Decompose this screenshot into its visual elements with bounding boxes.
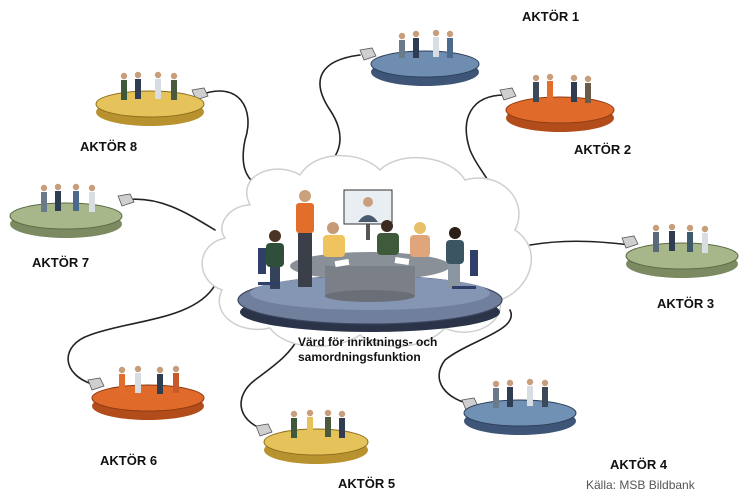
actor-8-label: AKTÖR 8 <box>80 139 137 154</box>
actor-3-platform <box>625 242 739 270</box>
actor-6-label: AKTÖR 6 <box>100 453 157 468</box>
actor-4-people <box>492 378 549 408</box>
actor-1-people <box>398 29 454 58</box>
participant <box>410 222 430 257</box>
actor-2-platform <box>505 96 615 124</box>
actor-6-people <box>118 365 180 394</box>
cable-actor-7 <box>124 198 216 231</box>
actor-7-platform <box>9 202 123 230</box>
central-hub: Värd för inriktnings- och samordningsfun… <box>201 154 533 364</box>
meeting-table-base-bottom <box>325 290 415 302</box>
actor-4-label: AKTÖR 4 <box>610 457 668 472</box>
actor-1-connector <box>359 47 377 61</box>
actor-3-people <box>652 223 709 253</box>
actor-2-connector <box>499 87 517 101</box>
cable-actor-5 <box>240 334 301 431</box>
participant <box>377 220 399 255</box>
actor-1: AKTÖR 1 <box>359 9 579 86</box>
cable-actor-4 <box>438 309 513 406</box>
actor-5-people <box>290 409 346 438</box>
actor-3: AKTÖR 3 <box>621 223 739 311</box>
video-screen-stand <box>366 224 370 240</box>
screen-person-body <box>358 215 378 222</box>
actor-1-label: AKTÖR 1 <box>522 9 579 24</box>
paper <box>334 258 350 268</box>
actor-3-connector <box>621 235 639 249</box>
actor-1-platform <box>370 50 480 78</box>
participant <box>266 230 284 289</box>
actor-5-label: AKTÖR 5 <box>338 476 395 491</box>
actor-6-connector <box>87 377 105 391</box>
actor-4: AKTÖR 4 <box>461 378 668 472</box>
cable-actor-8 <box>199 90 263 189</box>
actor-4-platform <box>463 399 577 427</box>
paper <box>394 257 410 265</box>
screen-person-head <box>363 197 373 207</box>
center-label-line2: samordningsfunktion <box>298 350 421 364</box>
actor-7-people <box>40 183 96 212</box>
actor-7: AKTÖR 7 <box>9 183 135 270</box>
actor-8-platform <box>95 90 205 118</box>
actor-5: AKTÖR 5 <box>255 409 395 491</box>
actor-6: AKTÖR 6 <box>87 365 205 468</box>
participant-standing <box>296 190 314 287</box>
actor-7-connector <box>117 193 135 207</box>
actor-8-people <box>120 71 178 100</box>
actor-5-platform <box>263 428 369 456</box>
cable-actor-6 <box>67 284 216 386</box>
actor-2-people <box>532 73 592 103</box>
actor-3-label: AKTÖR 3 <box>657 296 714 311</box>
cable-actor-3 <box>529 240 631 246</box>
actor-7-label: AKTÖR 7 <box>32 255 89 270</box>
actor-8: AKTÖR 8 <box>80 71 209 154</box>
actor-2-label: AKTÖR 2 <box>574 142 631 157</box>
image-credit: Källa: MSB Bildbank <box>586 478 696 492</box>
meeting-participants <box>258 190 478 289</box>
participant <box>446 227 464 288</box>
center-label-line1: Värd för inriktnings- och <box>298 335 437 349</box>
actor-2: AKTÖR 2 <box>499 73 631 157</box>
actor-5-connector <box>255 423 273 437</box>
actor-6-platform <box>91 384 205 412</box>
participant <box>323 222 345 257</box>
